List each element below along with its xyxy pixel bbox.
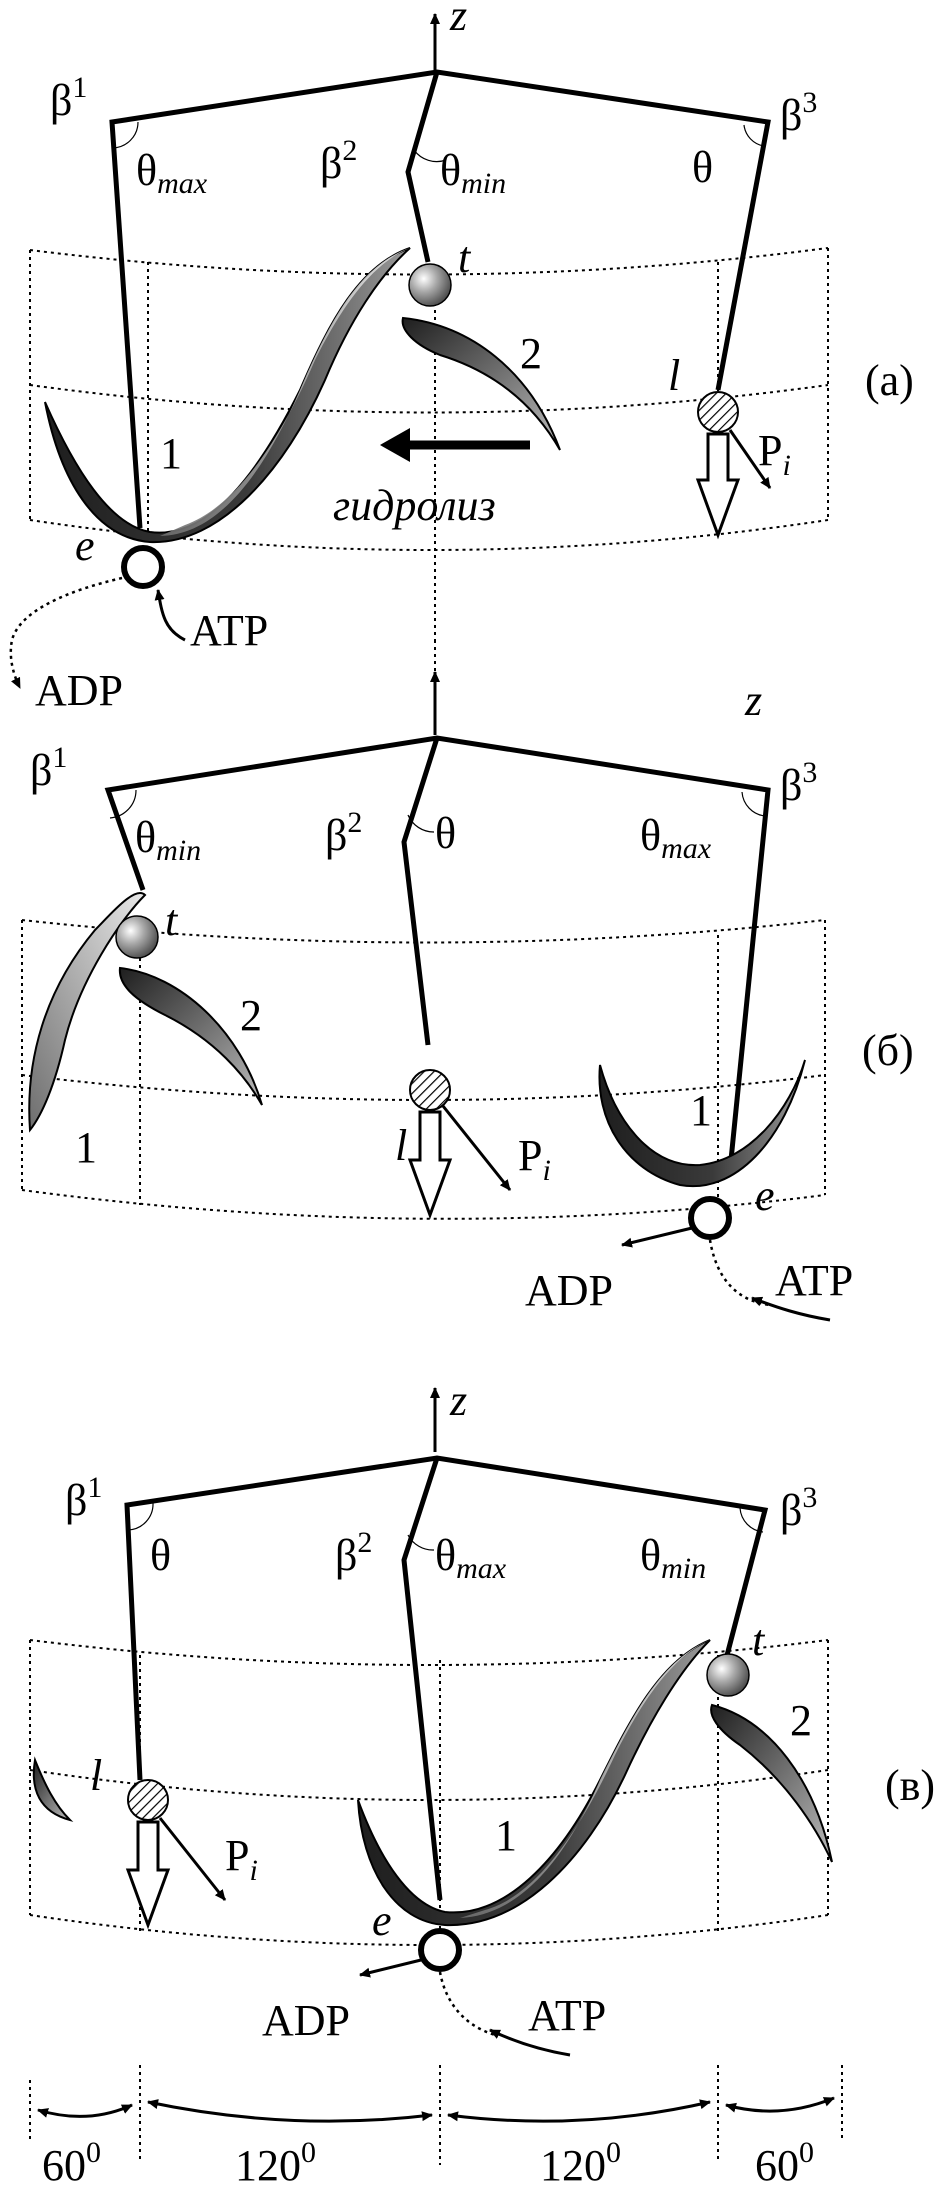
subunit-2-label-v: 2 [790, 1696, 812, 1745]
panel-label-b: (б) [862, 1026, 914, 1075]
theta-max-label-a: θmax [136, 146, 208, 200]
adp-label-a: ADP [35, 666, 123, 715]
site-t-ball-b [115, 915, 159, 959]
subunit-1-right-b [598, 1059, 806, 1188]
site-t-ball-a [408, 263, 452, 307]
beta1-label-b: β1 [30, 741, 67, 795]
arc-120-left [147, 2100, 433, 2123]
beta2-label-b: β2 [325, 806, 362, 860]
pi-arrow-b [441, 1105, 512, 1191]
beta-frame-v [124, 1455, 769, 1901]
site-e-label-b: e [755, 1171, 775, 1220]
site-e-ring-a [121, 545, 165, 589]
pi-arrow-v [158, 1817, 227, 1901]
panel-a: z β1 β2 β3 θmax θmin θ 1 2 t l Pi гид [9, 0, 914, 715]
theta-min-label-b: θmin [135, 813, 201, 867]
theta-max-label-b: θmax [640, 811, 712, 865]
subunit-2-b [118, 966, 263, 1106]
site-l-hatched-v [127, 1779, 169, 1821]
pi-arrow-a [728, 429, 772, 489]
subunit-1-label-b-left: 1 [75, 1123, 97, 1172]
adp-label-b: ADP [525, 1266, 613, 1315]
theta-label-a: θ [692, 143, 713, 192]
theta-label-v: θ [150, 1531, 171, 1580]
site-l-label-b: l [395, 1121, 407, 1170]
beta2-label-v: β2 [335, 1526, 372, 1580]
site-t-label-a: t [458, 233, 472, 282]
z-axis-label-v: z [449, 1376, 467, 1425]
adp-label-v: ADP [262, 1996, 350, 2045]
angle-label-120-right: 1200 [540, 2136, 621, 2190]
angle-scale: 600 1200 1200 600 [29, 2065, 843, 2190]
arc-60-left [37, 2103, 133, 2118]
angle-label-60-right: 600 [755, 2136, 814, 2190]
beta-frame-b [104, 735, 771, 1171]
release-arrow-a [695, 432, 741, 540]
beta3-label-v: β3 [780, 1481, 817, 1535]
adp-arrow-b [621, 1226, 693, 1248]
panel-v: z β1 β2 β3 θ θmax θmin l Pi 1 2 t e ADP [29, 1376, 935, 2057]
site-t-label-v: t [752, 1616, 766, 1665]
hydrolysis-label-a: гидролиз [333, 481, 496, 530]
pi-label-b: Pi [518, 1131, 551, 1187]
site-e-label-v: e [372, 1896, 392, 1945]
site-l-hatched-b [409, 1069, 451, 1111]
site-l-hatched-a [697, 391, 739, 433]
subunit-2-label-b: 2 [240, 991, 262, 1040]
z-axis-label-b: z [744, 676, 762, 725]
atp-arrow-a [154, 589, 186, 642]
site-e-ring-b [688, 1196, 732, 1240]
site-l-label-v: l [90, 1751, 102, 1800]
z-axis-label-a: z [449, 0, 467, 40]
theta-min-label-a: θmin [440, 146, 506, 200]
angle-label-120-left: 1200 [235, 2136, 316, 2190]
beta3-label-a: β3 [780, 86, 817, 140]
subunit-1-left-b [28, 892, 147, 1133]
arc-60-right [725, 2096, 835, 2113]
atp-arrow-v [438, 1971, 496, 2037]
panel-b: z β1 β2 β3 θmin θ θmax 1 2 t l Pi 1 e AD… [21, 671, 914, 1322]
site-e-label-a: e [75, 521, 95, 570]
theta-max-label-v: θmax [435, 1531, 507, 1585]
panel-label-a: (a) [865, 356, 914, 405]
subunit-1-label-a: 1 [160, 429, 182, 478]
beta1-label-a: β1 [50, 71, 87, 125]
subunit-1-a [44, 247, 411, 544]
beta-frame-a [109, 69, 771, 529]
theta-label-b: θ [435, 809, 456, 858]
site-l-label-a: l [668, 351, 680, 400]
subunit-2-label-a: 2 [520, 329, 542, 378]
beta1-label-v: β1 [65, 1471, 102, 1525]
site-t-label-b: t [165, 896, 179, 945]
stator-grid-b [21, 919, 826, 1220]
arc-120-right [447, 2099, 711, 2123]
site-e-ring-v [418, 1928, 462, 1972]
beta3-label-b: β3 [780, 756, 817, 810]
angle-label-60-left: 600 [42, 2136, 101, 2190]
pi-label-a: Pi [758, 426, 791, 482]
panel-label-v: (в) [885, 1761, 935, 1810]
atp-label-a: ATP [190, 606, 268, 655]
subunit-2-a [401, 316, 561, 451]
subunit-1-v [357, 1639, 711, 1927]
atp-arrow-b [708, 1239, 771, 1307]
subunit-2-v [710, 1703, 833, 1863]
atp-label-b: ATP [775, 1256, 853, 1305]
pi-label-v: Pi [225, 1831, 258, 1887]
adp-arrow-v [359, 1958, 422, 1978]
site-t-ball-v [706, 1653, 750, 1697]
release-arrow-v [125, 1820, 171, 1930]
beta2-label-a: β2 [320, 134, 357, 188]
atp-label-v: ATP [528, 1991, 606, 2040]
subunit-2-fragment-v [32, 1756, 74, 1822]
release-arrow-b [407, 1110, 453, 1220]
subunit-1-label-v: 1 [495, 1811, 517, 1860]
subunit-1-label-b-right: 1 [690, 1086, 712, 1135]
theta-min-label-v: θmin [640, 1531, 706, 1585]
